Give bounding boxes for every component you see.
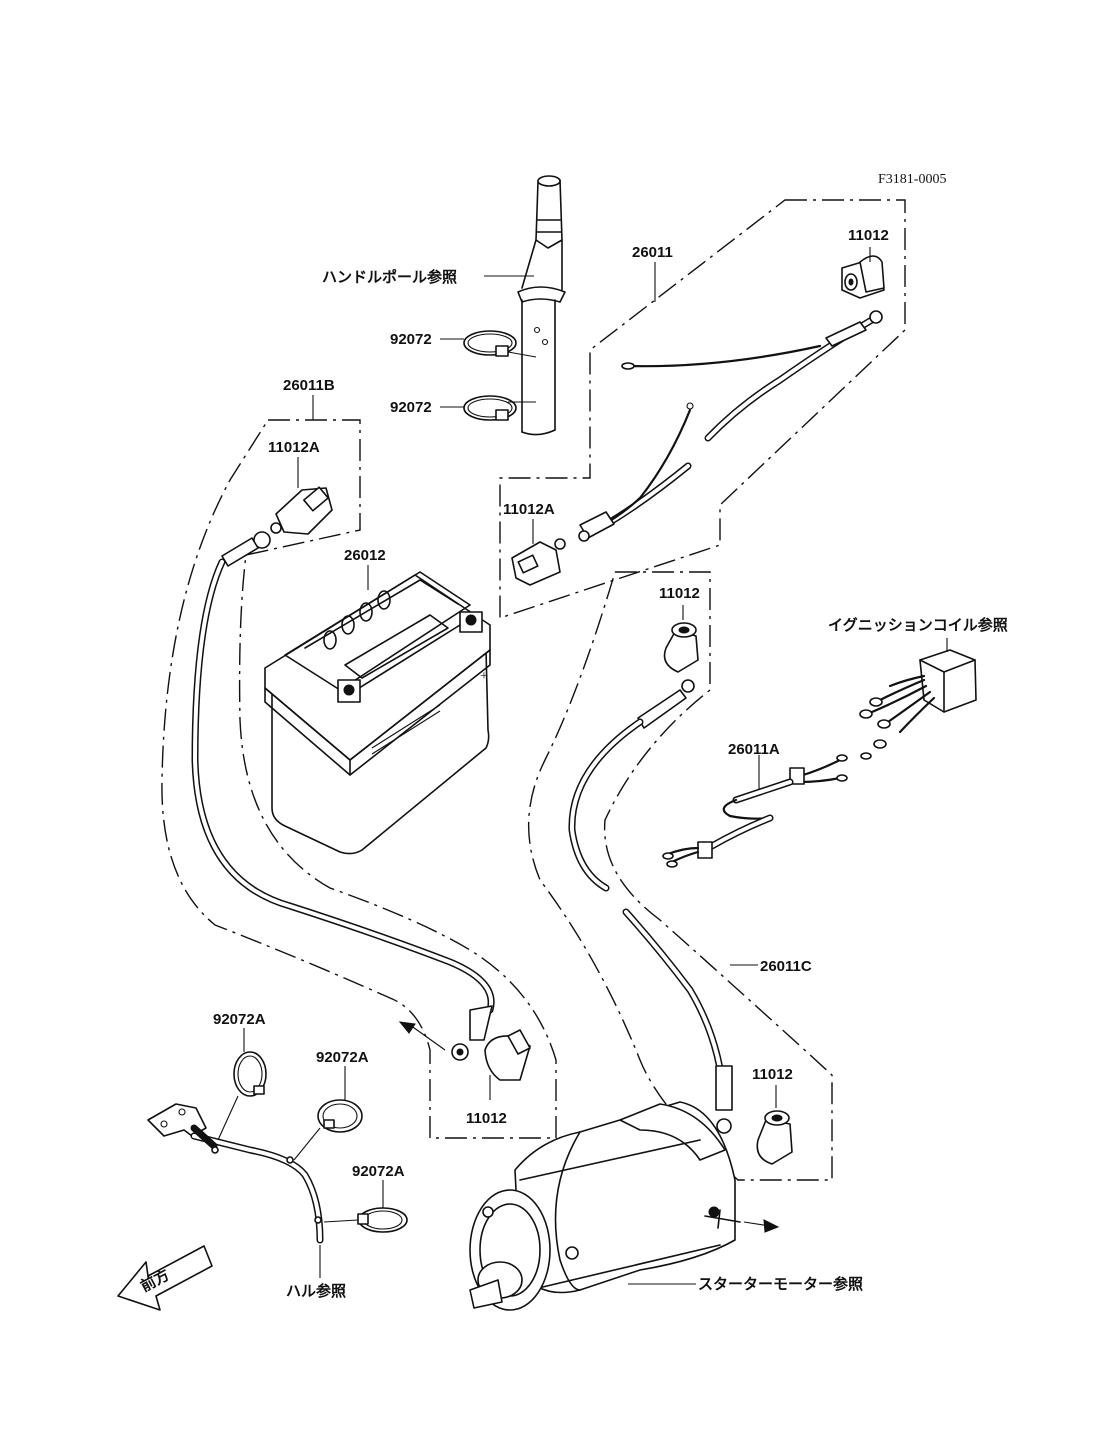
battery-26012: + — [264, 571, 491, 855]
cable-26011B — [191, 531, 495, 1061]
label-92072A-1: 92072A — [213, 1011, 266, 1028]
ignition-coil-reference-label: イグニッションコイル参照 — [828, 616, 1008, 634]
terminal-cap-11012-left — [484, 1029, 531, 1081]
clamp-92072A-3 — [357, 1207, 408, 1233]
cable-26011C — [568, 679, 733, 1134]
label-11012-top: 11012 — [848, 227, 889, 244]
cable-26011A — [662, 754, 848, 868]
terminal-cap-11012A-mid — [511, 538, 566, 586]
label-26011: 26011 — [632, 244, 673, 261]
clamp-92072-upper — [463, 330, 517, 357]
ignition-coil — [859, 649, 977, 760]
group-outline-26011C — [528, 571, 833, 1181]
starter-motor — [469, 1101, 741, 1311]
front-direction-arrow-icon — [117, 1245, 213, 1311]
terminal-cap-11012-right — [756, 1110, 793, 1165]
label-92072A-2: 92072A — [316, 1049, 369, 1066]
clamp-92072A-2 — [317, 1099, 363, 1133]
clamp-92072-lower — [463, 395, 517, 421]
label-92072-lower: 92072 — [390, 399, 432, 416]
clamp-92072A-1 — [233, 1051, 267, 1097]
starter-motor-reference-label: スターターモーター参照 — [698, 1275, 863, 1293]
label-92072A-3: 92072A — [352, 1163, 405, 1180]
hull-reference-label: ハル参照 — [286, 1282, 346, 1300]
terminal-cap-11012A-left — [270, 486, 333, 535]
group-outline-26011B — [161, 419, 557, 1139]
label-11012A-left: 11012A — [268, 439, 320, 456]
group-outline-26011 — [499, 199, 906, 619]
handle-pole-reference-label: ハンドルポール参照 — [322, 268, 457, 286]
label-11012-mid: 11012 — [659, 585, 700, 602]
label-92072-upper: 92072 — [390, 331, 432, 348]
label-11012-left: 11012 — [466, 1110, 507, 1127]
figure-code: F3181-0005 — [878, 172, 946, 187]
terminal-cap-11012-mid — [663, 622, 699, 673]
terminal-cap-11012-top — [841, 255, 885, 299]
label-26011C: 26011C — [760, 958, 812, 975]
svg-text:+: + — [480, 669, 488, 684]
label-26011A: 26011A — [728, 741, 780, 758]
cable-26011 — [578, 310, 883, 542]
label-11012A-mid: 11012A — [503, 501, 555, 518]
handle-pole — [517, 175, 566, 436]
label-26011B: 26011B — [283, 377, 335, 394]
label-26012: 26012 — [344, 547, 386, 564]
hull-bracket — [147, 1103, 324, 1244]
label-11012-right: 11012 — [752, 1066, 793, 1083]
